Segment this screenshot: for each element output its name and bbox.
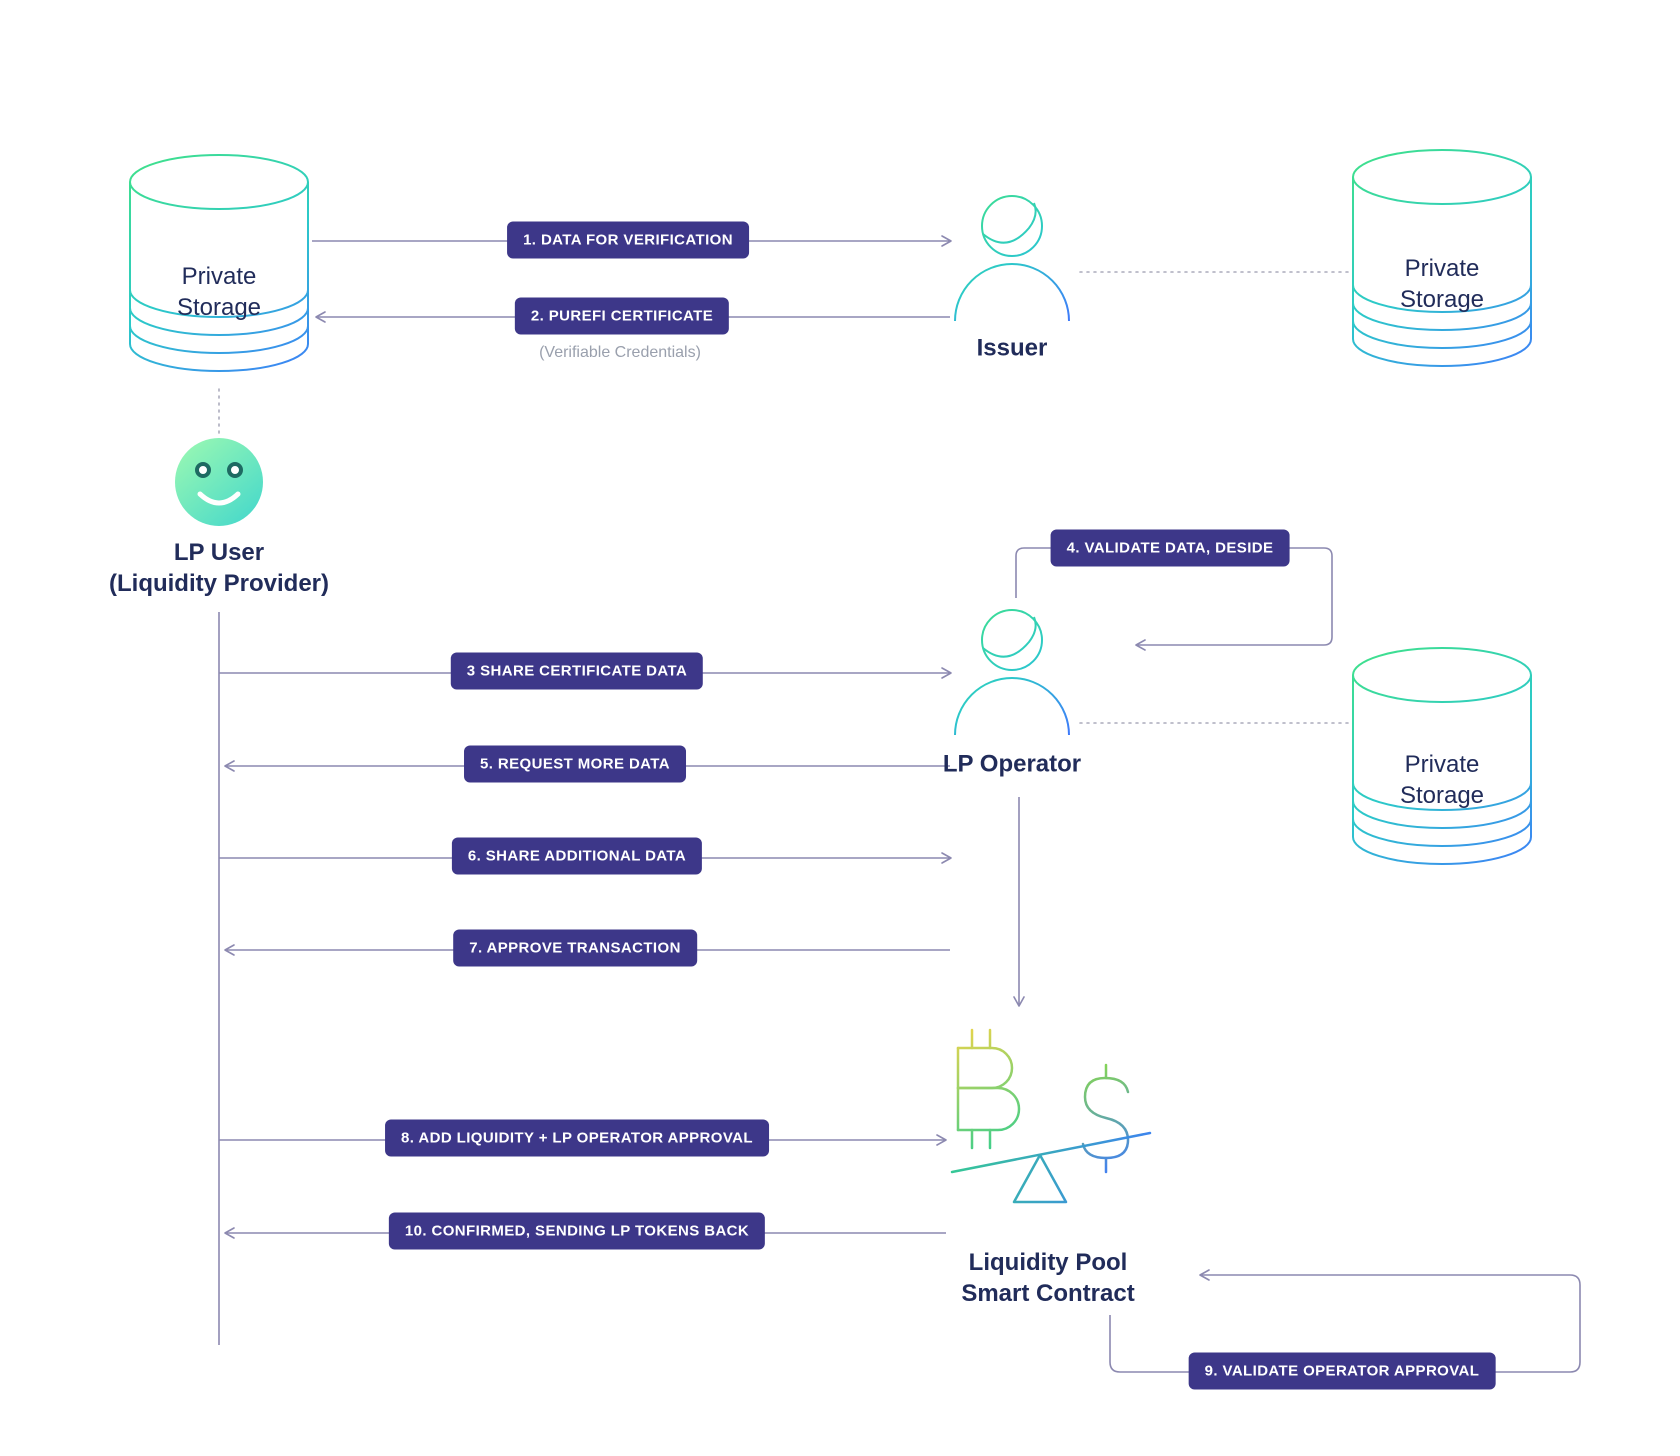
message-6-badge: 6. SHARE ADDITIONAL DATA [451,837,703,875]
message-4-badge: 4. VALIDATE DATA, DESIDE [1050,529,1290,567]
smart-contract-label: Liquidity Pool Smart Contract [961,1247,1134,1309]
issuer-avatar-icon [954,195,1070,322]
arrow-4-validate-data-loop [1015,547,1333,651]
smiley-right-eye [227,462,243,478]
message-5-badge: 5. REQUEST MORE DATA [464,745,686,783]
message-3-badge: 3 SHARE CERTIFICATE DATA [450,652,704,690]
arrow-9-validate-operator-loop [1109,1269,1581,1373]
smart-contract-label-line2: Smart Contract [961,1280,1135,1307]
private-storage-top-right-label: Private Storage [1399,254,1485,313]
issuer-label: Issuer [976,334,1048,362]
private-storage-mid-right-label: Private Storage [1399,750,1485,809]
seesaw-icon [950,1131,1152,1204]
message-7-badge: 7. APPROVE TRANSACTION [453,929,697,967]
message-9-badge: 9. VALIDATE OPERATOR APPROVAL [1188,1352,1496,1390]
bitcoin-symbol-icon [956,1028,1021,1150]
lp-user-smiley-icon [175,438,263,526]
smart-contract-label-line1: Liquidity Pool [968,1248,1128,1276]
message-8-badge: 8. ADD LIQUIDITY + LP OPERATOR APPROVAL [385,1119,769,1157]
lp-user-label-line1: LP User [173,538,265,566]
lp-user-label-line2: (Liquidity Provider) [108,570,330,597]
smiley-smile [197,491,241,506]
message-1-badge: 1. DATA FOR VERIFICATION [507,221,749,259]
smiley-left-eye [195,462,211,478]
lp-operator-avatar-icon [954,609,1070,736]
lp-operator-label: LP Operator [942,750,1082,778]
verifiable-credentials-note: (Verifiable Credentials) [539,344,701,361]
private-storage-top-left-label: Private Storage [176,262,262,321]
lp-user-label: LP User (Liquidity Provider) [109,537,329,599]
message-10-badge: 10. CONFIRMED, SENDING LP TOKENS BACK [388,1212,766,1250]
message-2-badge: 2. PUREFI CERTIFICATE [514,297,730,335]
liquidity-pool-scale-icon [950,1028,1152,1204]
dollar-symbol-icon [1081,1063,1130,1174]
